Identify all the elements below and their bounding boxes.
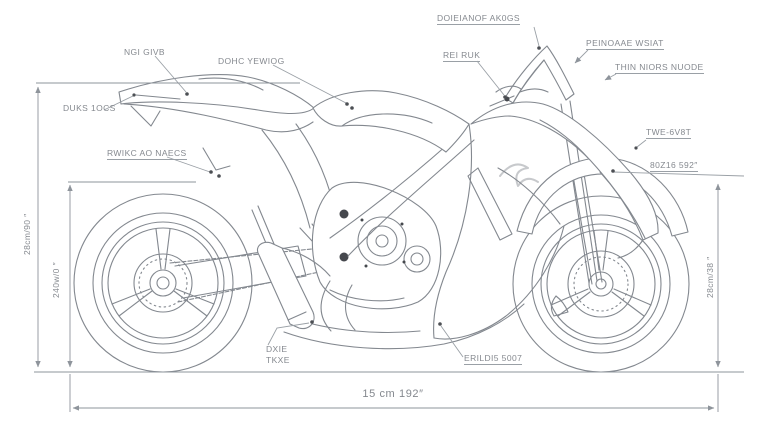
- label-front-reference: 80Z16 592″: [650, 160, 698, 172]
- fuel-tank: [312, 90, 470, 153]
- side-fairing: [433, 123, 565, 340]
- label-fuel-tank: DOHC YEWIOG: [218, 56, 285, 66]
- label-exhaust: DXIE TKXE: [266, 344, 290, 366]
- exhaust-muffler: [256, 241, 331, 330]
- dim-text-seat-height: 240w/0 ″: [51, 262, 61, 298]
- radiator: [467, 167, 513, 241]
- dim-text-overall-height: 28cm/90 ″: [22, 213, 32, 255]
- label-rear-footrest: RWIKC AO NAECS: [107, 148, 187, 160]
- dimension-lines: [34, 82, 744, 412]
- label-tail-cowl: NGI GIVB: [124, 47, 165, 57]
- rear-wheel: [73, 193, 253, 373]
- label-rear-seat: DUKS 1OCS: [63, 103, 116, 113]
- handlebar: [489, 85, 549, 107]
- label-front-fairing: THIN NIORS NUODE: [615, 62, 704, 74]
- label-exhaust-line1: DXIE: [266, 344, 288, 354]
- fairing-logo-graphic: [499, 163, 539, 187]
- label-handlebar: REI RUK: [443, 50, 481, 62]
- front-fender: [516, 157, 689, 237]
- dim-text-overall-length: 15 cm 192″: [362, 388, 424, 400]
- brake-caliper: [550, 295, 569, 317]
- nose-fairing: [470, 101, 659, 259]
- label-headlight-nose: TWE-6V8T: [646, 127, 692, 139]
- engine: [311, 181, 442, 310]
- windscreen: [504, 45, 575, 104]
- leader-lines: [103, 26, 745, 358]
- front-wheel: [512, 195, 690, 373]
- label-lower-cowl: ERILDI5 5007: [464, 353, 523, 365]
- dim-text-front-height: 28cm/38 ″: [705, 256, 715, 298]
- label-mirror-mount: PEINOAAE WSIAT: [586, 38, 664, 50]
- label-exhaust-line2: TKXE: [266, 355, 290, 365]
- leader-dots: [132, 46, 638, 326]
- label-windscreen: DOIEIANOF AK0GS: [437, 13, 520, 25]
